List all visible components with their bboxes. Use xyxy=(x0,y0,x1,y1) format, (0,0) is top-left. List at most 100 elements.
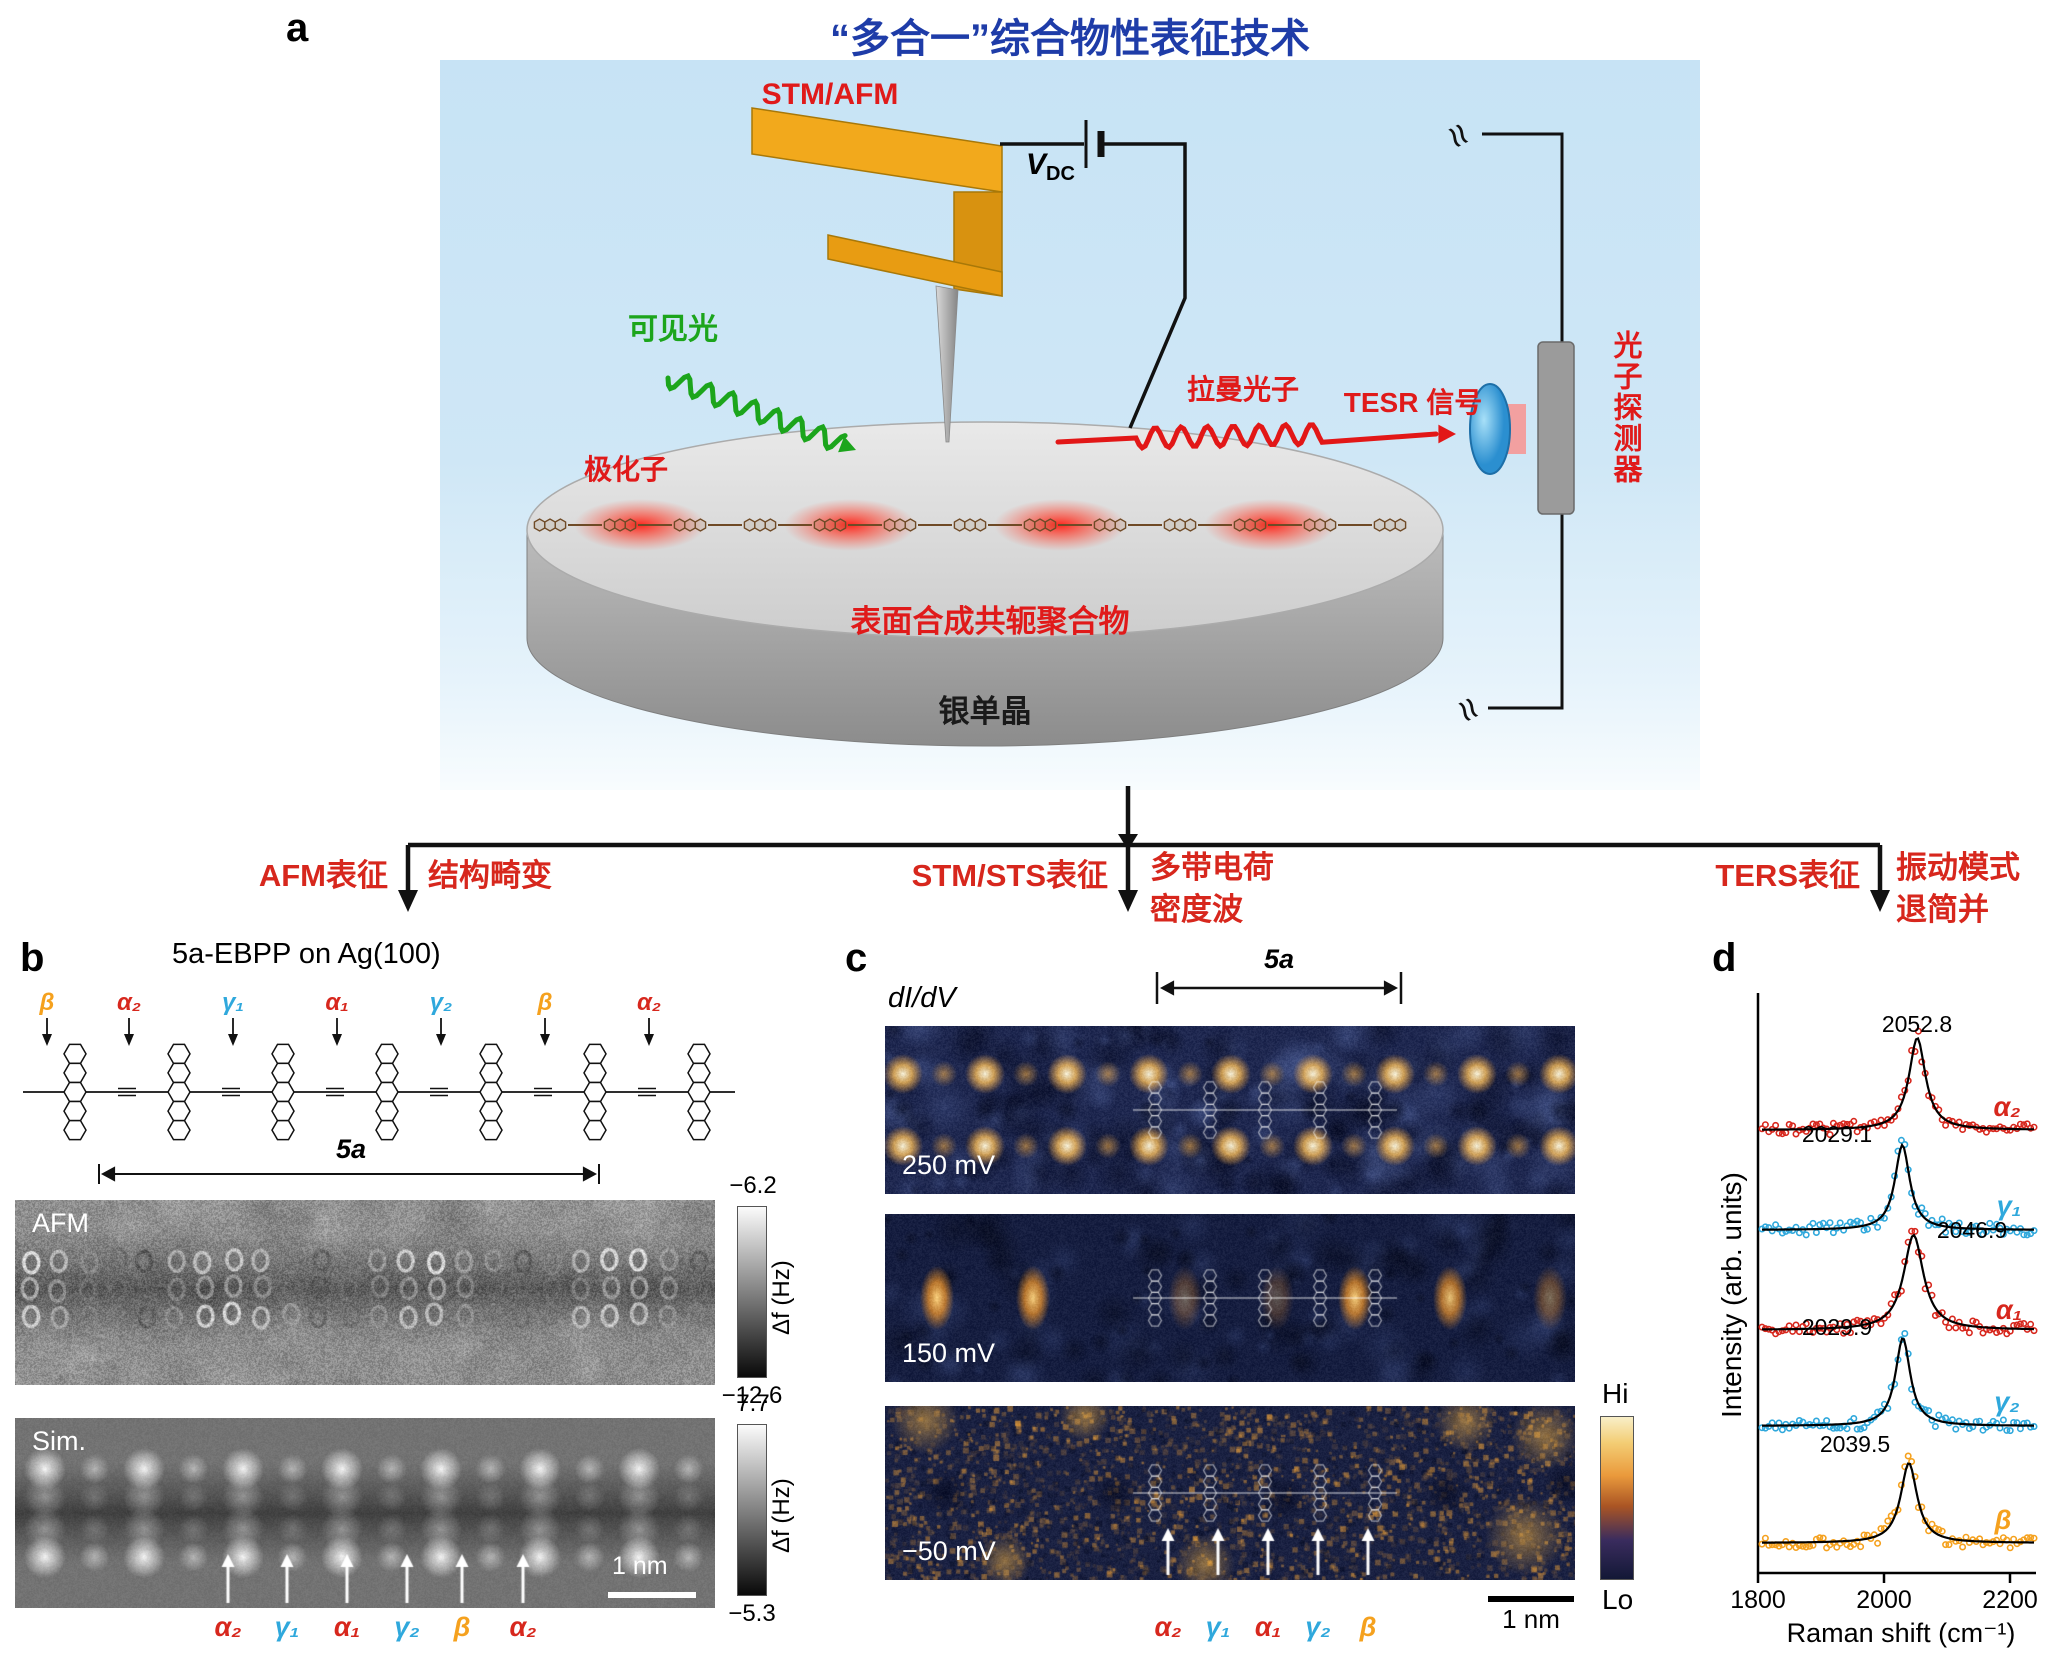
didv-map-150mv xyxy=(885,1214,1575,1382)
polymer-chain xyxy=(533,518,1407,532)
afm-colorbar xyxy=(737,1206,767,1378)
mode-label-γ₂: γ₂ xyxy=(1305,1612,1331,1642)
polaron-label: 极化子 xyxy=(583,454,668,485)
bias-label-150mv: 150 mV xyxy=(902,1338,996,1368)
figure-title: “多合一”综合物性表征技术 xyxy=(830,17,1310,61)
peak-value-γ₂: 2029.9 xyxy=(1802,1314,1872,1340)
visible-light-arrow xyxy=(665,372,848,452)
collection-lens xyxy=(1469,383,1511,475)
bias-label-250mv: 250 mV xyxy=(902,1150,996,1180)
branch-afm-method: AFM表征 xyxy=(258,858,388,893)
span-5a-label-b: 5a xyxy=(335,1134,367,1164)
branch-ters-method: TERS表征 xyxy=(1715,858,1860,893)
xtick-2000: 2000 xyxy=(1856,1586,1912,1614)
afm-colorbar-min: −12.6 xyxy=(721,1382,783,1409)
panel-b-title: 5a-EBPP on Ag(100) xyxy=(172,938,441,970)
sim-colorbar-unit: Δf (Hz) xyxy=(768,1478,795,1554)
probe-tip xyxy=(935,285,959,443)
spectrum-label-α₁: α₁ xyxy=(1996,1295,2022,1325)
stm-colorbar-hi: Hi xyxy=(1602,1378,1629,1409)
mode-label-α₂: α₂ xyxy=(214,1612,242,1642)
chem-label-γ₁: γ₁ xyxy=(222,989,244,1016)
xtick-1800: 1800 xyxy=(1730,1586,1786,1614)
silver-crystal-label: 银单晶 xyxy=(938,694,1032,729)
spectrum-label-α₂: α₂ xyxy=(1993,1092,2020,1122)
panel-a-letter: a xyxy=(286,6,309,50)
sim-scalebar-label: 1 nm xyxy=(612,1552,668,1580)
spectrum-label-γ₂: γ₂ xyxy=(1994,1387,2019,1417)
raman-photon-arrow xyxy=(1055,421,1439,451)
raman-photon-label: 拉曼光子 xyxy=(1186,374,1299,405)
afm-image-label: AFM xyxy=(32,1208,89,1238)
stm-colorbar xyxy=(1600,1416,1634,1580)
span-5a-label-c: 5a xyxy=(1252,944,1306,975)
photon-detector-bar xyxy=(1537,341,1575,515)
cantilever-top-beam xyxy=(751,107,1003,193)
polymer-label: 表面合成共轭聚合物 xyxy=(850,604,1130,639)
panel-d-letter: d xyxy=(1712,936,1737,980)
panel-c-letter: c xyxy=(845,936,868,980)
afm-colorbar-max: −6.2 xyxy=(729,1172,777,1199)
mode-label-γ₂: γ₂ xyxy=(394,1612,420,1642)
sim-colorbar-max: 7.7 xyxy=(736,1390,770,1417)
mode-label-α₂: α₂ xyxy=(1154,1612,1182,1642)
stm-scalebar xyxy=(1488,1596,1574,1602)
span-5a-arrow-c xyxy=(1155,972,1403,1004)
branch-stm-result-1: 多带电荷 xyxy=(1150,850,1274,885)
spectrum-label-γ₁: γ₁ xyxy=(1997,1191,2022,1221)
mode-label-γ₁: γ₁ xyxy=(1205,1612,1231,1642)
sim-colorbar-min: −5.3 xyxy=(728,1600,776,1627)
mode-label-γ₁: γ₁ xyxy=(274,1612,300,1642)
bias-wire-2 xyxy=(1104,142,1187,429)
chem-label-β: β xyxy=(537,989,553,1016)
crystal-top xyxy=(526,421,1444,639)
mode-label-α₂: α₂ xyxy=(509,1612,537,1642)
mode-label-α₁: α₁ xyxy=(333,1612,361,1642)
photon-detector-label: 光子探测器 xyxy=(1609,330,1641,485)
stm-afm-label: STM/AFM xyxy=(761,78,899,111)
chem-label-α₁: α₁ xyxy=(325,989,348,1016)
sim-scalebar xyxy=(608,1592,696,1598)
branch-afm-result: 结构畸变 xyxy=(428,858,552,893)
bias-label-minus50mv: −50 mV xyxy=(902,1536,996,1566)
mode-label-β: β xyxy=(1359,1612,1377,1642)
branch-arrows xyxy=(398,786,1890,912)
peak-value-α₂: 2052.8 xyxy=(1882,1011,1952,1037)
visible-light-label: 可见光 xyxy=(628,313,718,346)
afm-colorbar-unit: Δf (Hz) xyxy=(768,1260,795,1336)
stm-colorbar-lo: Lo xyxy=(1602,1584,1634,1615)
branch-ters-result-2: 退简并 xyxy=(1896,892,1989,927)
peak-value-β: 2039.5 xyxy=(1820,1431,1890,1457)
sim-colorbar xyxy=(737,1424,767,1596)
mode-label-α₁: α₁ xyxy=(1254,1612,1282,1642)
didv-label: dI/dV xyxy=(888,982,956,1014)
sim-image-label: Sim. xyxy=(32,1426,86,1456)
vdc-subscript: DC xyxy=(1046,163,1075,185)
stm-scalebar-label: 1 nm xyxy=(1502,1604,1560,1634)
xtick-2200: 2200 xyxy=(1982,1586,2038,1614)
branch-stm-method: STM/STS表征 xyxy=(911,858,1108,893)
tesr-signal-label: TESR 信号 xyxy=(1343,387,1483,418)
chem-label-β: β xyxy=(39,989,55,1016)
spectrum-label-β: β xyxy=(1994,1505,2012,1535)
peak-value-γ₁: 2029.1 xyxy=(1802,1121,1872,1147)
panel-b-letter: b xyxy=(20,936,45,980)
detector-window xyxy=(1506,404,1526,454)
cantilever-bottom-beam xyxy=(827,234,1003,297)
vdc-label: VDC xyxy=(1026,148,1075,186)
wire-break-icon: ≈ xyxy=(1434,116,1483,156)
afm-simulation-image xyxy=(15,1418,715,1608)
peak-value-α₁: 2046.9 xyxy=(1937,1217,2007,1243)
vdc-symbol: V xyxy=(1026,148,1047,181)
raman-x-axis-label: Raman shift (cm⁻¹) xyxy=(1786,1618,2016,1648)
didv-map-minus50mv xyxy=(885,1406,1575,1580)
afm-image xyxy=(15,1200,715,1385)
chem-label-γ₂: γ₂ xyxy=(430,989,453,1016)
mode-label-β: β xyxy=(453,1612,471,1642)
panel-a-illustration: ≈≈ xyxy=(526,107,1575,747)
branch-ters-result-1: 振动模式 xyxy=(1896,850,2020,885)
wire-break-icon: ≈ xyxy=(1444,690,1493,730)
